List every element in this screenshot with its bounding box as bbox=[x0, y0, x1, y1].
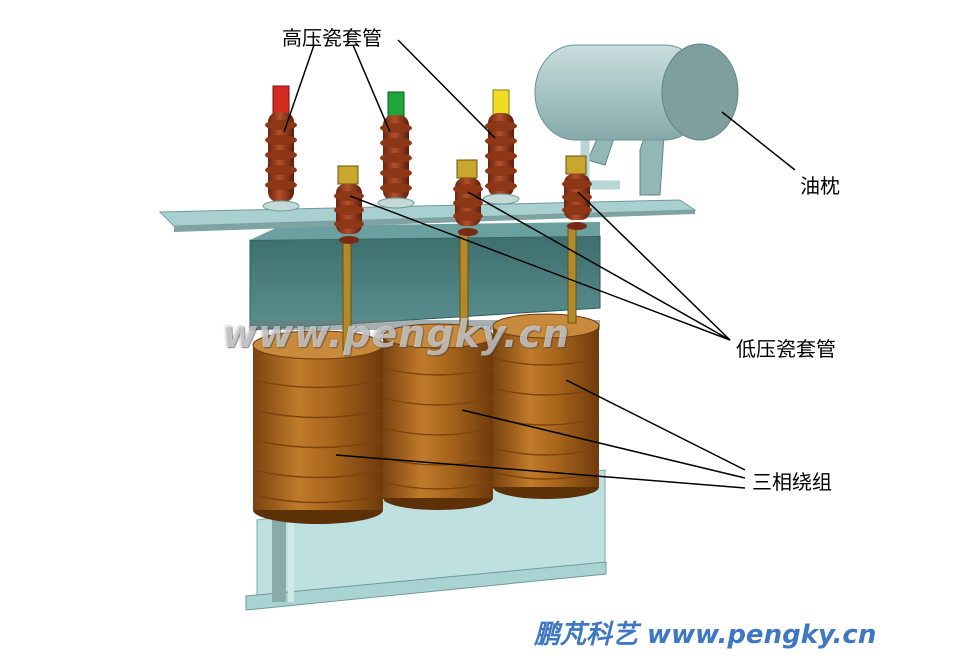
coil-middle bbox=[382, 323, 494, 510]
hv-bushing-yellow bbox=[482, 89, 520, 205]
footer-credit[interactable]: 鹏芃科艺 www.pengky.cn bbox=[534, 620, 877, 650]
hv-bushing-green bbox=[377, 91, 415, 209]
watermark: www.pengky.cn bbox=[222, 312, 571, 356]
coil-right bbox=[492, 313, 600, 499]
label-low-voltage-bushing: 低压瓷套管 bbox=[736, 337, 836, 361]
label-high-voltage-bushing: 高压瓷套管 bbox=[282, 26, 382, 50]
lv-bushing-2 bbox=[453, 159, 483, 236]
leader-lines bbox=[283, 39, 796, 489]
conservator-tank bbox=[534, 43, 739, 196]
lv-bushing-1 bbox=[334, 165, 364, 244]
base-frame bbox=[245, 469, 607, 611]
lv-bushing-3 bbox=[562, 155, 592, 230]
label-three-phase-winding: 三相绕组 bbox=[752, 470, 832, 494]
coil-left bbox=[252, 330, 384, 524]
hv-bushing-red bbox=[262, 85, 300, 212]
label-conservator: 油枕 bbox=[800, 174, 840, 198]
